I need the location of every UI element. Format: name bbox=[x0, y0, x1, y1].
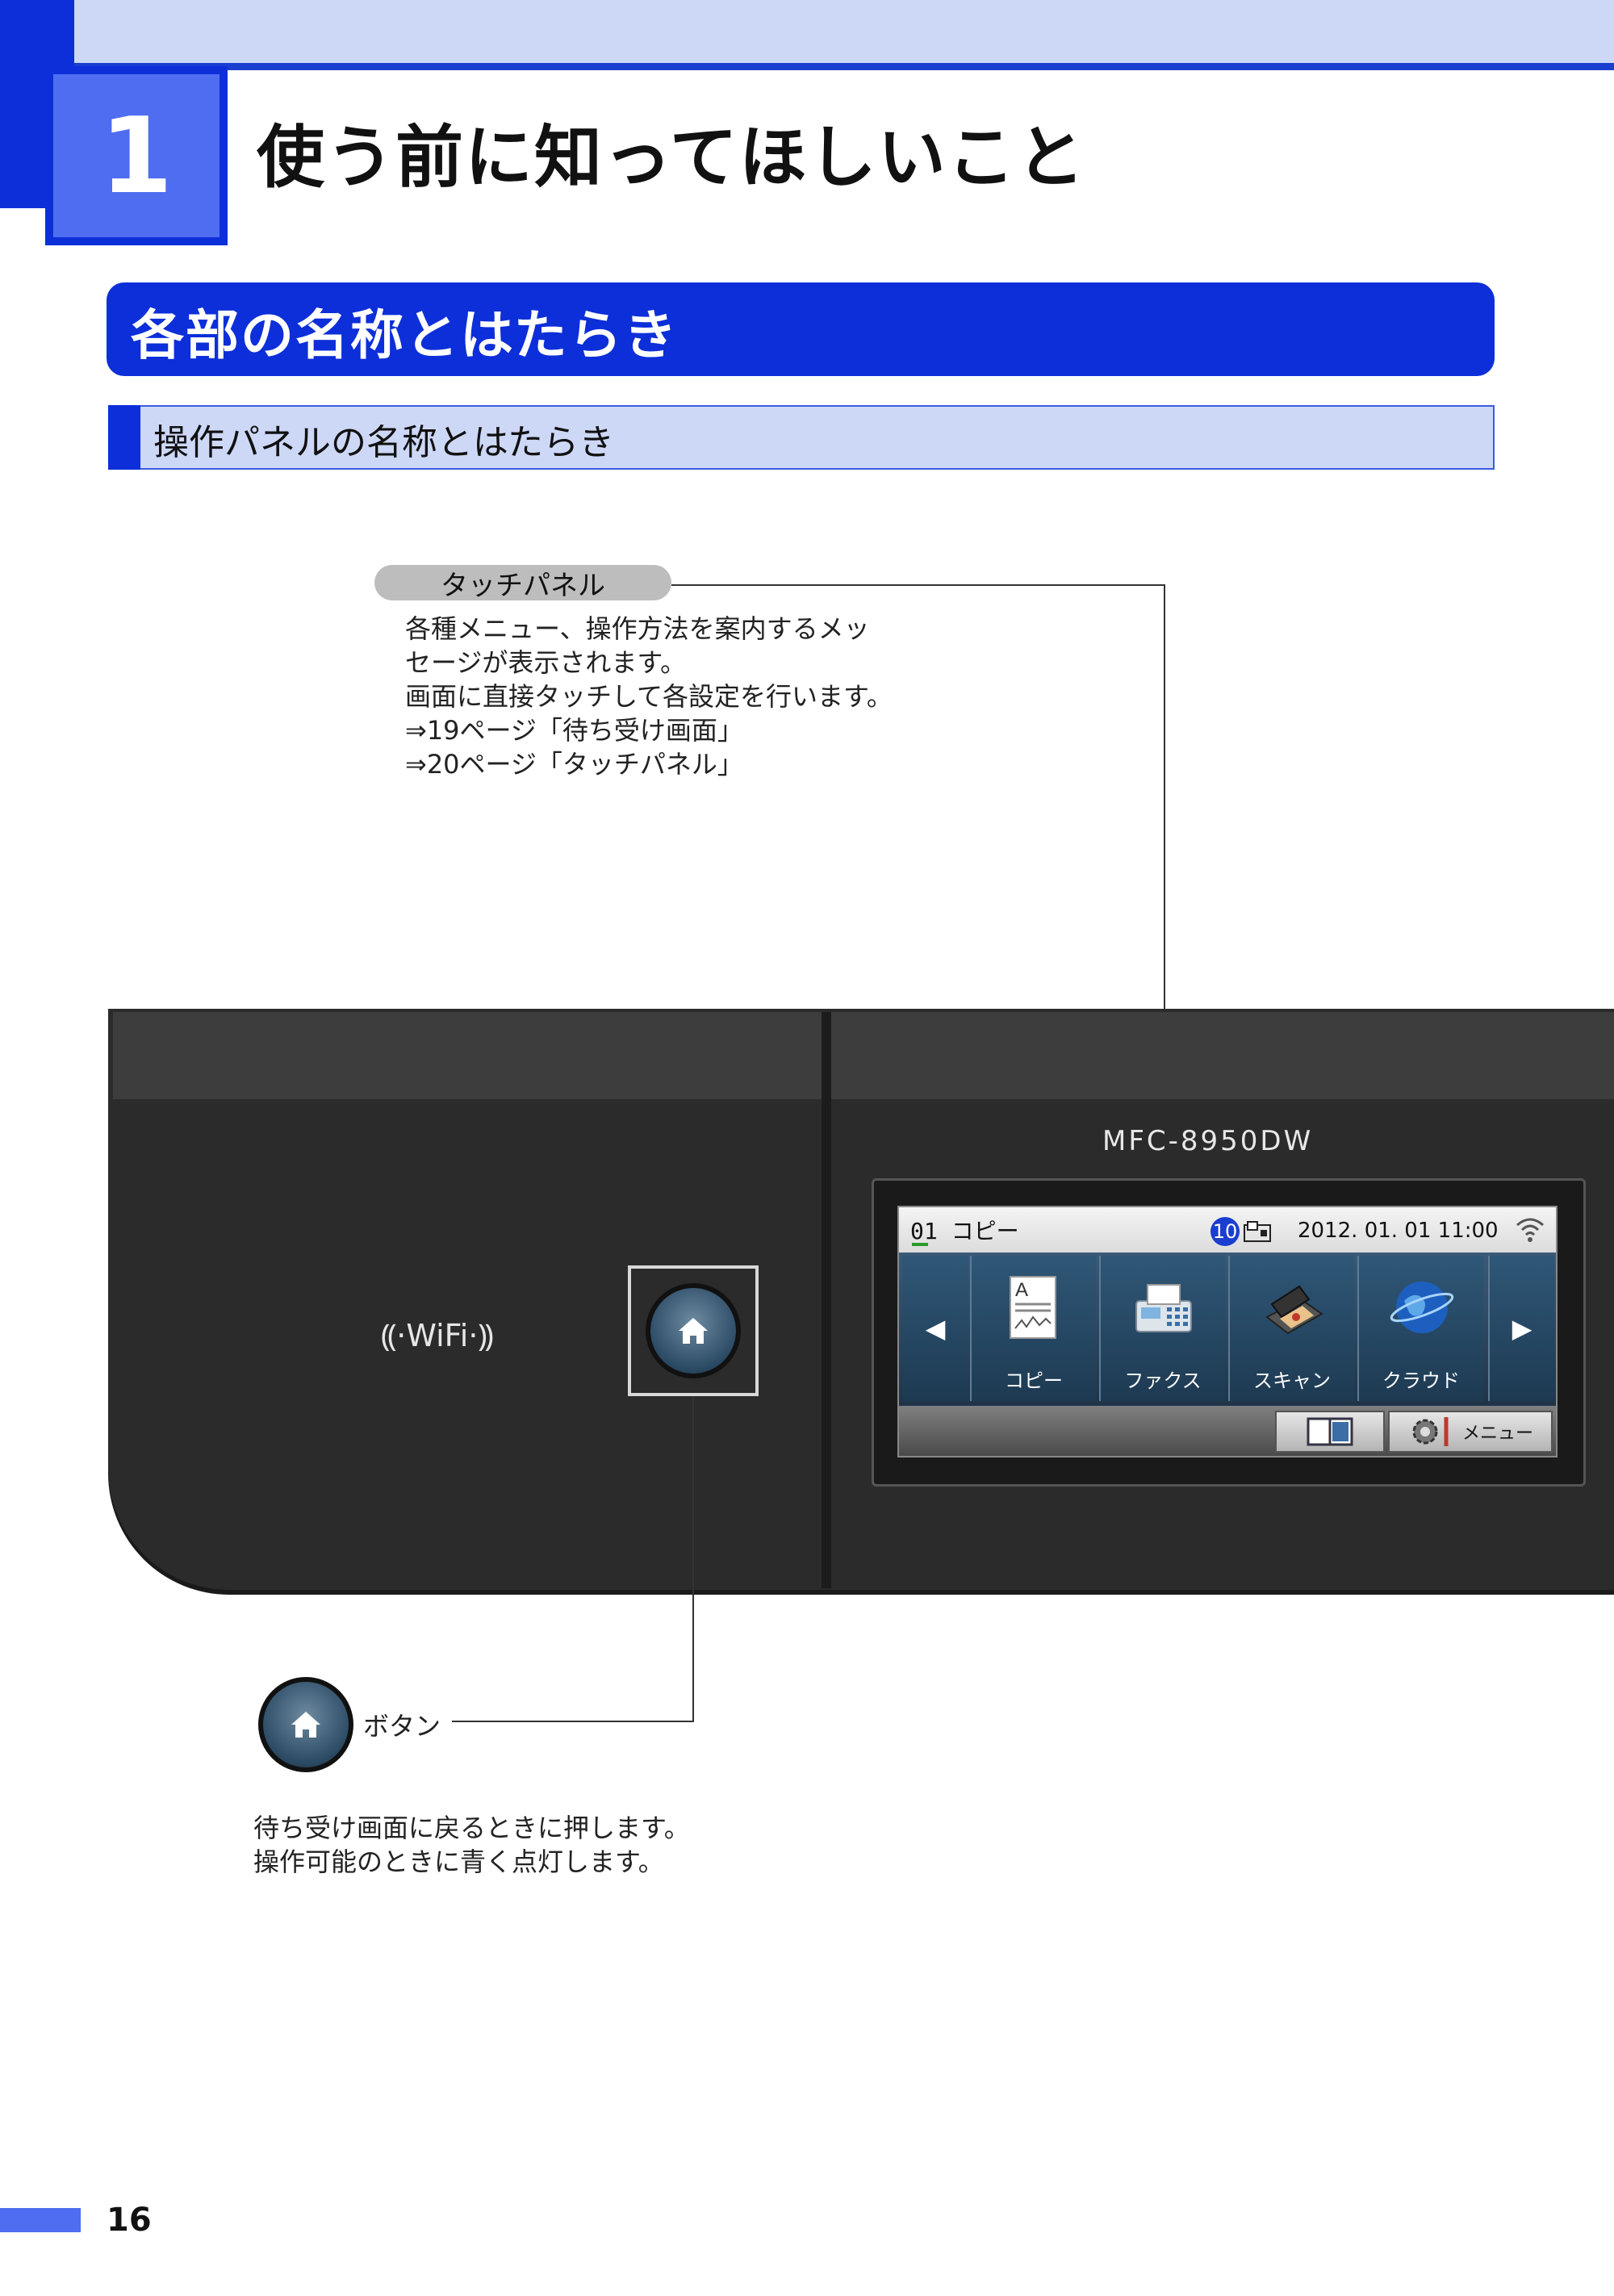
wifi-wave-right-icon: ·⸩ bbox=[468, 1318, 494, 1353]
home-button-frame bbox=[628, 1265, 759, 1396]
home-button-description: 待ち受け画面に戻るときに押します。 操作可能のときに青く点灯します。 bbox=[253, 1813, 690, 1877]
arrow-left-icon: ◀ bbox=[925, 1313, 946, 1344]
settings-gear-icon bbox=[1412, 1417, 1449, 1446]
leader-line bbox=[1164, 584, 1165, 1261]
section-heading-bar bbox=[107, 282, 1495, 376]
address-book-icon bbox=[1307, 1417, 1353, 1446]
home-button[interactable] bbox=[646, 1283, 741, 1378]
subsection-heading-bar bbox=[108, 405, 1495, 470]
leader-line bbox=[452, 1721, 694, 1722]
fax-badge: 10 bbox=[1210, 1217, 1240, 1246]
wifi-wave-left-icon: ⸨· bbox=[381, 1318, 407, 1353]
subsection-title: 操作パネルの名称とはたらき bbox=[153, 422, 615, 463]
section-title: 各部の名称とはたらき bbox=[131, 304, 679, 366]
date-time: 2012. 01. 01 11:00 bbox=[1298, 1219, 1499, 1243]
cursor-mark bbox=[912, 1243, 928, 1246]
fax-icon bbox=[1135, 1284, 1192, 1332]
touch-panel-description: 各種メニュー、操作方法を案内するメッ セージが表示されます。 画面に直接タッチし… bbox=[405, 613, 893, 780]
panel-top-right bbox=[831, 1012, 1614, 1099]
page-number-bar bbox=[0, 2208, 81, 2232]
scroll-left-button[interactable]: ◀ bbox=[902, 1256, 968, 1401]
panel-divider bbox=[822, 1012, 831, 1588]
app-cloud[interactable]: クラウド bbox=[1357, 1256, 1483, 1401]
chapter-title: 使う前に知ってほしいこと bbox=[257, 118, 1086, 197]
app-copy[interactable]: A コピー bbox=[970, 1256, 1096, 1401]
wifi-logo: ⸨·WiFi·⸩ bbox=[381, 1318, 494, 1353]
menu-label: メニュー bbox=[1461, 1424, 1533, 1444]
panel-top-left bbox=[113, 1012, 822, 1099]
home-icon bbox=[679, 1318, 708, 1344]
home-button-illustration bbox=[258, 1677, 353, 1772]
copy-count: 01 コピー bbox=[910, 1218, 1019, 1244]
arrow-right-icon: ▶ bbox=[1512, 1313, 1532, 1344]
fax-memory-icon bbox=[1243, 1220, 1272, 1243]
scroll-right-button[interactable]: ▶ bbox=[1488, 1256, 1554, 1401]
app-fax[interactable]: ファクス bbox=[1099, 1256, 1225, 1401]
home-button-label: ボタン bbox=[363, 1711, 441, 1742]
header-band bbox=[74, 0, 1614, 65]
subsection-accent bbox=[108, 405, 140, 470]
menu-button[interactable]: メニュー bbox=[1388, 1411, 1553, 1453]
home-icon bbox=[291, 1712, 320, 1738]
app-scan[interactable]: スキャン bbox=[1228, 1256, 1354, 1401]
header-rule bbox=[74, 63, 1614, 70]
svg-text:A: A bbox=[1015, 1279, 1028, 1301]
leader-line bbox=[671, 584, 1165, 586]
address-book-button[interactable] bbox=[1275, 1411, 1385, 1453]
touch-panel-label: タッチパネル bbox=[374, 565, 671, 602]
copy-icon: A bbox=[1010, 1276, 1056, 1339]
wireless-signal-icon bbox=[1514, 1215, 1546, 1244]
page-number: 16 bbox=[107, 2202, 152, 2239]
globe-icon bbox=[1390, 1282, 1454, 1333]
chapter-number: 1 bbox=[53, 74, 220, 237]
model-name: MFC-8950DW bbox=[1102, 1125, 1314, 1157]
leader-line bbox=[692, 1396, 694, 1722]
chapter-number-box: 1 bbox=[45, 66, 228, 245]
scan-icon bbox=[1265, 1285, 1323, 1335]
